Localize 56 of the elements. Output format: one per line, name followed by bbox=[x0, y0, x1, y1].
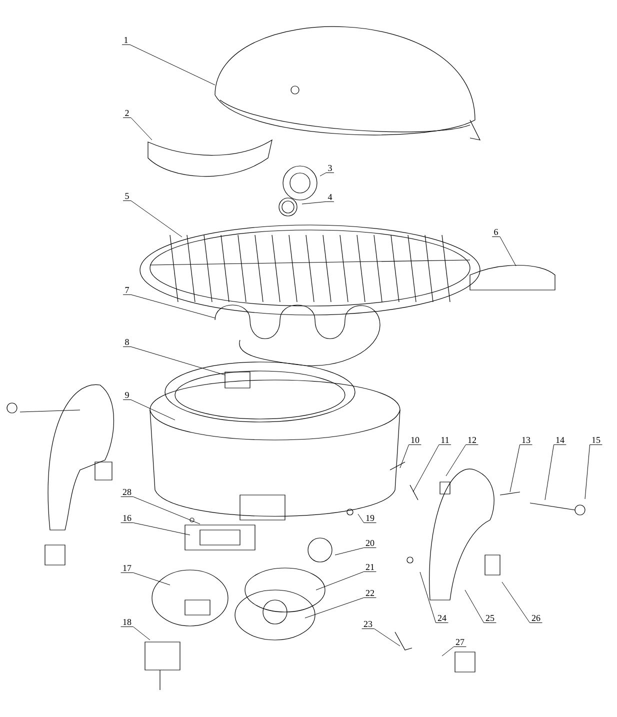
callout-number: 4 bbox=[328, 194, 332, 200]
callout-number: 19 bbox=[366, 514, 374, 522]
leader-line bbox=[464, 590, 496, 623]
callout-number: 2 bbox=[125, 110, 129, 116]
leader-line bbox=[320, 172, 334, 176]
leader-line bbox=[358, 514, 376, 523]
leader-line bbox=[122, 44, 216, 86]
leader-line bbox=[316, 571, 376, 590]
leader-line bbox=[122, 117, 152, 140]
callout-number: 24 bbox=[438, 615, 446, 621]
leader-line bbox=[492, 236, 516, 266]
callout-number: 28 bbox=[122, 488, 132, 496]
callout-number: 15 bbox=[592, 436, 600, 444]
leader-line bbox=[120, 572, 170, 586]
callout-number: 7 bbox=[125, 287, 129, 293]
callout-number: 17 bbox=[123, 565, 132, 571]
leader-line bbox=[120, 522, 190, 536]
leader-line bbox=[122, 294, 216, 318]
callout-number: 12 bbox=[468, 437, 476, 443]
leader-line bbox=[362, 628, 400, 646]
callout-number: 3 bbox=[328, 164, 332, 172]
leader-line bbox=[122, 399, 176, 420]
leader-line bbox=[400, 444, 422, 468]
leader-line bbox=[420, 572, 448, 623]
callout-number: 1 bbox=[124, 37, 128, 43]
leader-line bbox=[120, 626, 150, 640]
callout-number: 20 bbox=[366, 540, 374, 546]
leader-line bbox=[446, 444, 478, 476]
leader-line bbox=[334, 548, 376, 556]
callout-number: 23 bbox=[364, 620, 372, 628]
callout-number: 26 bbox=[532, 614, 540, 622]
callout-number: 10 bbox=[411, 436, 420, 444]
callout-number: 21 bbox=[366, 564, 374, 570]
leader-line bbox=[120, 496, 200, 524]
leader-line bbox=[412, 444, 452, 492]
leader-line bbox=[584, 444, 602, 500]
callout-number: 25 bbox=[486, 614, 494, 622]
callout-number: 14 bbox=[556, 437, 564, 443]
leader-line bbox=[442, 646, 466, 656]
callout-number: 6 bbox=[494, 228, 498, 236]
leader-line bbox=[122, 200, 182, 238]
callout-number: 11 bbox=[441, 437, 449, 443]
leader-line bbox=[122, 346, 226, 376]
callout-number: 13 bbox=[522, 436, 530, 444]
callout-number: 16 bbox=[123, 514, 132, 522]
callout-number: 9 bbox=[125, 392, 129, 398]
callout-number: 18 bbox=[123, 618, 132, 626]
leader-line bbox=[510, 444, 532, 492]
leader-line bbox=[304, 597, 376, 618]
callout-number: 27 bbox=[456, 639, 464, 645]
callout-number: 22 bbox=[366, 590, 374, 596]
callout-number: 8 bbox=[125, 338, 129, 346]
callout-number: 5 bbox=[125, 193, 129, 199]
leader-line bbox=[302, 201, 334, 204]
leader-line bbox=[544, 444, 566, 500]
leader-line bbox=[502, 582, 542, 623]
